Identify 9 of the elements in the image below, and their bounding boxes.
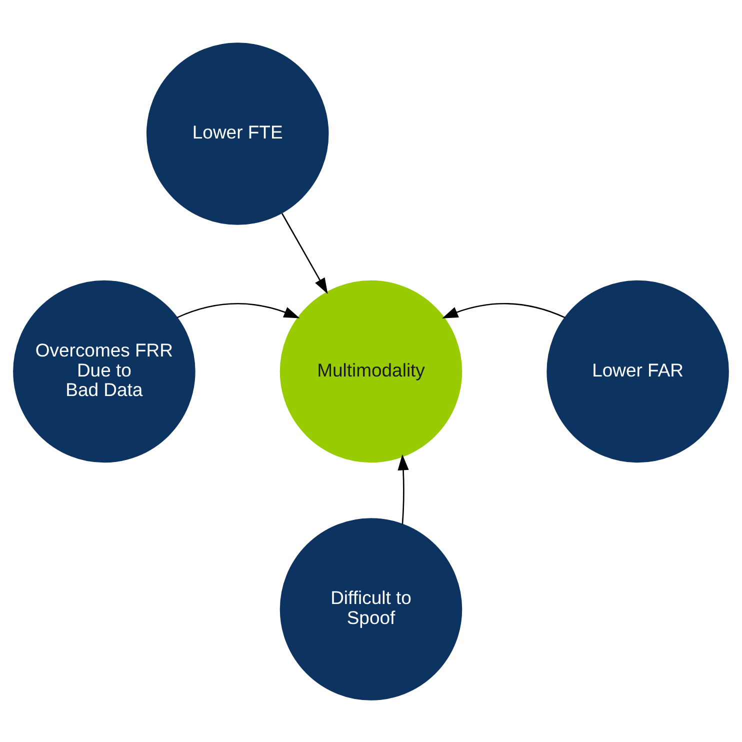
arrow bbox=[176, 302, 300, 318]
arrow bbox=[398, 454, 409, 524]
node-circle: Lower FTE bbox=[146, 42, 329, 224]
node-circle: Multimodality bbox=[280, 280, 462, 462]
node-circle: Overcomes FRR Due to Bad Data bbox=[13, 280, 196, 462]
arrow bbox=[281, 212, 328, 294]
node-circle: Lower FAR bbox=[546, 280, 729, 462]
arrow bbox=[442, 302, 565, 318]
node-circle: Difficult to Spoof bbox=[280, 518, 462, 700]
